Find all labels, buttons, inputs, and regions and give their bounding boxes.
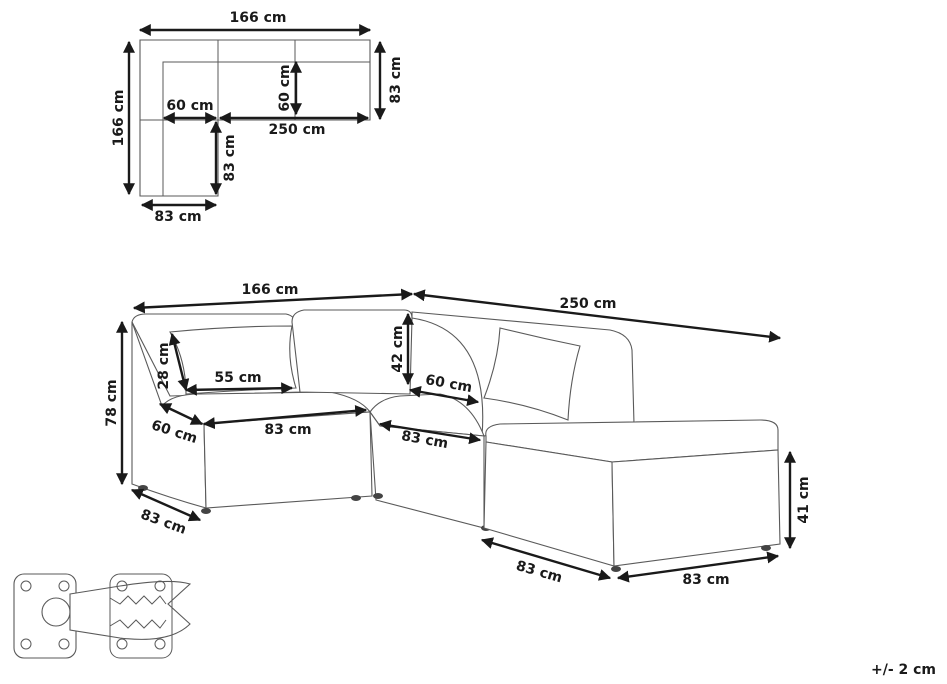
persp-seat-depth-left-arrow (158, 402, 204, 426)
persp-ottoman-height-label: 41 cm (796, 476, 812, 523)
ottoman-front (611, 449, 781, 567)
plate-screw-4 (58, 638, 70, 650)
persp-pillow-width-label: 55 cm (214, 370, 261, 386)
plate-screw-3 (20, 638, 32, 650)
persp-base-depth-arrow (130, 488, 202, 522)
ottoman-top (485, 419, 779, 463)
plan-inner-depth-label: 60 cm (277, 64, 293, 111)
plate-screw-5 (116, 580, 128, 592)
perspective-view: 166 cm 250 cm 78 cm 42 cm 28 cm 55 cm 60… (104, 282, 812, 588)
plan-left-height-label: 166 cm (111, 90, 127, 147)
persp-right-length-label: 250 cm (560, 296, 617, 312)
persp-seat-depth-right-label: 60 cm (424, 372, 473, 396)
plan-bottom-width-label: 83 cm (154, 209, 201, 225)
plan-lower-depth-label: 83 cm (222, 134, 238, 181)
plate-hub (41, 597, 71, 627)
connector-plate-right (109, 573, 173, 659)
persp-top-width-label: 166 cm (242, 282, 299, 298)
plate-screw-8 (154, 638, 166, 650)
persp-pillow-height-arrow (168, 332, 190, 392)
ottoman-foot-1 (611, 566, 621, 572)
plan-right-length-label: 250 cm (269, 122, 326, 138)
persp-seat-width-mid-arrow (378, 419, 482, 445)
persp-seat-width-left-arrow (202, 404, 368, 430)
persp-pillow-height-label: 28 cm (156, 342, 172, 389)
plate-screw-2 (58, 580, 70, 592)
persp-seat-depth-right-arrow (408, 385, 480, 407)
left-foot-2 (351, 495, 361, 501)
persp-right-length-arrow (412, 289, 782, 343)
plan-corner-seat-label: 60 cm (166, 98, 213, 114)
plate-screw-6 (154, 580, 166, 592)
plan-top-width-label: 166 cm (230, 10, 287, 26)
persp-seat-width-left-label: 83 cm (264, 422, 311, 438)
ottoman-foot-2 (761, 545, 771, 551)
left-foot-1 (201, 508, 211, 514)
middle-foot (373, 493, 383, 499)
persp-height-label: 78 cm (104, 379, 120, 426)
persp-back-height-label: 42 cm (390, 325, 406, 372)
plan-view: 166 cm 166 cm 83 cm 60 cm 60 cm 250 cm 8… (111, 10, 404, 225)
persp-top-width-arrow (132, 288, 414, 314)
connector-clip-detail (13, 573, 192, 659)
tolerance-note: +/- 2 cm (871, 662, 936, 678)
persp-ottoman-width-arrow (616, 551, 780, 583)
plan-right-depth-label: 83 cm (388, 56, 404, 103)
plate-screw-1 (20, 580, 32, 592)
persp-pillow-width-arrow (184, 382, 294, 396)
persp-ottoman-width-label: 83 cm (682, 572, 729, 588)
connector-teeth (109, 595, 167, 629)
persp-ottoman-depth-arrow (480, 537, 612, 581)
left-foot-3 (138, 485, 148, 491)
plate-screw-7 (116, 638, 128, 650)
